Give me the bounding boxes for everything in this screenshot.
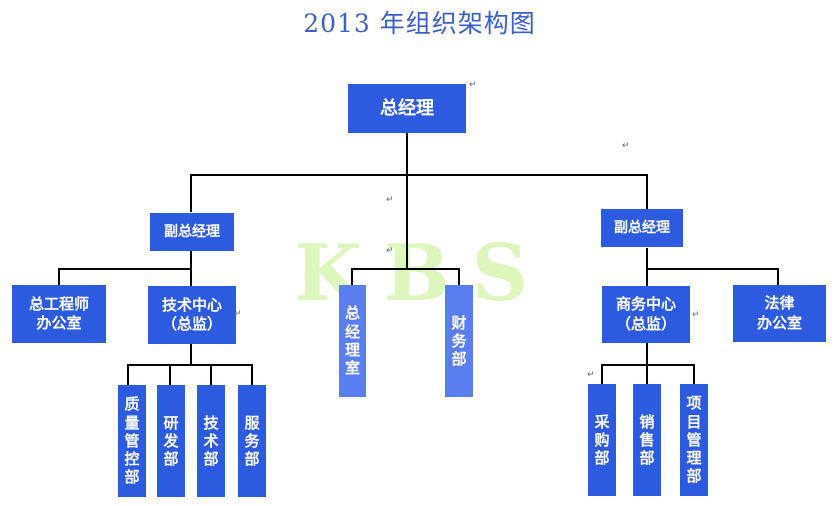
vp-right-box: 副总经理 bbox=[601, 209, 683, 247]
connector-line bbox=[646, 174, 648, 209]
ceo-box: 总经理 bbox=[348, 84, 466, 133]
connector-line bbox=[59, 268, 192, 270]
paragraph-mark: ↵ bbox=[692, 310, 700, 320]
qc-dept-label: 质量管控部 bbox=[124, 395, 140, 487]
paragraph-mark: ↵ bbox=[469, 80, 477, 90]
vp-left-label: 副总经理 bbox=[164, 223, 220, 240]
connector-line bbox=[352, 268, 460, 270]
qc-dept-box: 质量管控部 bbox=[118, 385, 146, 497]
connector-line bbox=[191, 174, 647, 176]
connector-line bbox=[127, 364, 129, 385]
connector-line bbox=[128, 364, 252, 366]
paragraph-mark: ↵ bbox=[622, 141, 630, 151]
sales-dept-label: 销售部 bbox=[639, 412, 655, 468]
project-mgmt-dept-label: 项目管理部 bbox=[686, 394, 702, 486]
connector-line bbox=[190, 174, 192, 212]
connector-line bbox=[169, 364, 171, 385]
vp-left-box: 副总经理 bbox=[150, 213, 234, 251]
service-dept-box: 服务部 bbox=[238, 385, 266, 497]
connector-line bbox=[646, 248, 648, 286]
rnd-dept-label: 研发部 bbox=[163, 413, 179, 469]
connector-line bbox=[602, 364, 695, 366]
chief-engineer-office-label: 总工程师 办公室 bbox=[28, 294, 89, 333]
finance-dept-label: 财务部 bbox=[451, 313, 467, 369]
business-center-label: 商务中心 （总监） bbox=[615, 295, 676, 333]
paragraph-mark: ↵ bbox=[234, 309, 242, 319]
business-center-box: 商务中心 （总监） bbox=[602, 286, 690, 343]
tech-dept-box: 技术部 bbox=[197, 385, 225, 497]
vp-right-label: 副总经理 bbox=[614, 219, 670, 236]
connector-line bbox=[351, 268, 353, 285]
connector-line bbox=[777, 268, 779, 285]
project-mgmt-dept-box: 项目管理部 bbox=[680, 384, 708, 496]
connector-line bbox=[601, 364, 603, 384]
chief-engineer-office-box: 总工程师 办公室 bbox=[12, 285, 106, 343]
paragraph-mark: ↵ bbox=[526, 12, 534, 22]
connector-line bbox=[646, 343, 648, 365]
ceo-label: 总经理 bbox=[380, 97, 434, 119]
tech-center-box: 技术中心 （总监） bbox=[148, 286, 236, 344]
paragraph-mark: ↵ bbox=[386, 195, 394, 205]
service-dept-label: 服务部 bbox=[244, 413, 260, 469]
connector-line bbox=[646, 268, 778, 270]
connector-line bbox=[190, 249, 192, 286]
connector-line bbox=[190, 344, 192, 365]
sales-dept-box: 销售部 bbox=[633, 384, 661, 496]
paragraph-mark: ↵ bbox=[386, 246, 394, 256]
gm-office-box: 总经理室 bbox=[339, 285, 366, 397]
connector-line bbox=[693, 364, 695, 384]
connector-line bbox=[406, 133, 408, 175]
connector-line bbox=[251, 364, 253, 385]
finance-dept-box: 财务部 bbox=[445, 285, 473, 397]
connector-line bbox=[210, 364, 212, 385]
connector-line bbox=[458, 268, 460, 285]
legal-office-box: 法律 办公室 bbox=[733, 285, 826, 342]
gm-office-label: 总经理室 bbox=[345, 304, 361, 378]
paragraph-mark: ↵ bbox=[587, 370, 595, 380]
page-title: 2013 年组织架构图 bbox=[303, 9, 536, 38]
legal-office-label: 法律 办公室 bbox=[756, 294, 802, 332]
connector-line bbox=[646, 364, 648, 384]
rnd-dept-box: 研发部 bbox=[157, 385, 185, 497]
kbs-watermark: KBS bbox=[293, 228, 551, 319]
tech-center-label: 技术中心 （总监） bbox=[161, 295, 222, 334]
connector-line bbox=[58, 268, 60, 285]
connector-line bbox=[406, 174, 408, 269]
purchasing-dept-label: 采购部 bbox=[594, 412, 610, 468]
tech-dept-label: 技术部 bbox=[203, 413, 219, 469]
purchasing-dept-box: 采购部 bbox=[588, 384, 616, 496]
